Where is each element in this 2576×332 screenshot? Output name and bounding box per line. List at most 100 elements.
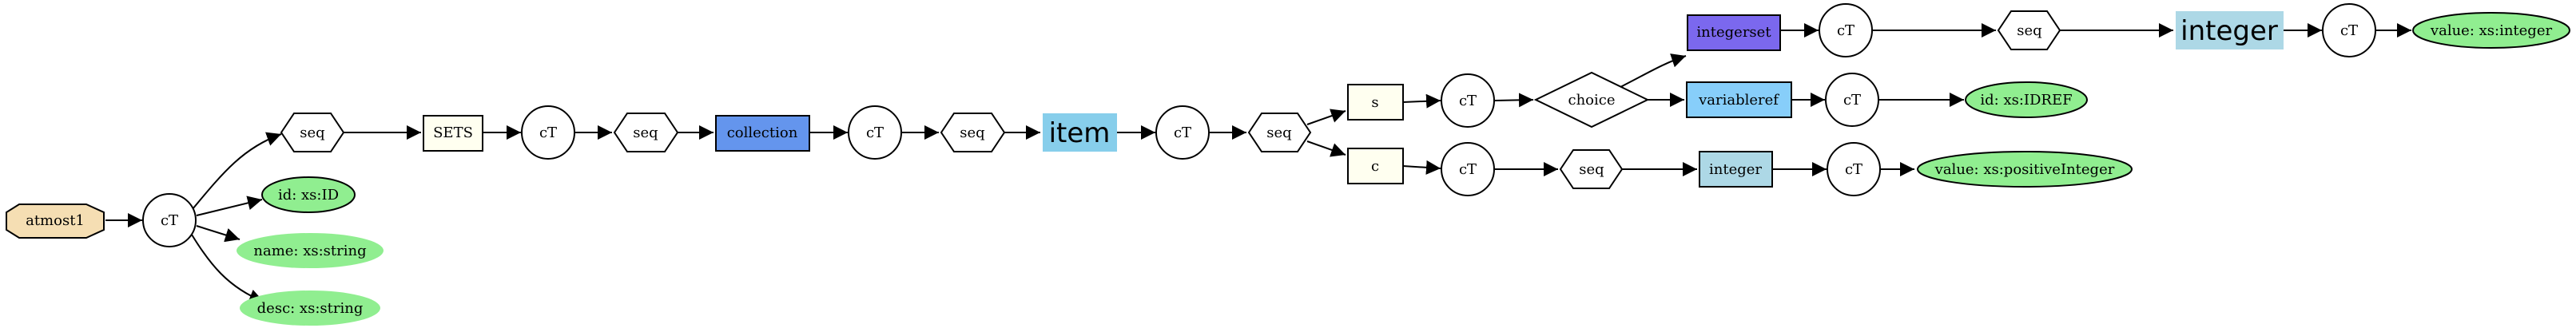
node-integer-small[interactable]: integer [1699, 151, 1773, 188]
node-attr-name[interactable]: name: xs:string [237, 233, 384, 268]
node-label: choice [1568, 92, 1615, 109]
edge-c-ct9 [1402, 160, 1441, 175]
node-label: cT [1837, 22, 1854, 39]
node-label: cT [866, 125, 884, 141]
edge-seq4-c [1306, 140, 1346, 157]
node-ct1[interactable]: cT [142, 193, 197, 247]
node-label: integer [2180, 15, 2278, 47]
node-label: cT [1174, 125, 1191, 141]
node-label: value: xs:integer [2430, 22, 2553, 39]
box-shape [1687, 14, 1781, 51]
node-label: name: xs:string [253, 243, 366, 259]
node-attr-id[interactable]: id: xs:ID [261, 176, 356, 213]
box-shape [715, 115, 810, 152]
node-attr-idref[interactable]: id: xs:IDREF [1965, 81, 2088, 118]
node-label: s [1371, 94, 1378, 111]
node-label: value: xs:positiveInteger [1934, 161, 2115, 178]
circle-shape [1441, 73, 1495, 128]
node-label: integerset [1696, 24, 1771, 41]
box-shape [1043, 113, 1117, 152]
box-shape [423, 115, 483, 152]
node-ct5[interactable]: cT [1441, 73, 1495, 128]
node-label: c [1371, 158, 1379, 175]
node-ct10[interactable]: cT [1827, 142, 1881, 196]
node-label: integer [1709, 161, 1762, 178]
node-seq4[interactable]: seq [1247, 113, 1312, 152]
node-variableref[interactable]: variableref [1686, 81, 1792, 118]
node-ct9[interactable]: cT [1441, 142, 1495, 196]
hexagon-shape [280, 113, 345, 152]
ellipse-shape [240, 290, 380, 326]
node-label: seq [300, 125, 324, 141]
edge-choice-integerset [1618, 53, 1687, 89]
node-label: cT [1459, 93, 1477, 109]
ellipse-shape [237, 233, 384, 268]
node-ct4[interactable]: cT [1155, 105, 1210, 160]
circle-shape [521, 105, 575, 160]
node-attr-value-posint[interactable]: value: xs:positiveInteger [1917, 151, 2133, 188]
edges [105, 23, 2411, 303]
node-s[interactable]: s [1347, 84, 1404, 121]
node-label: cT [1459, 161, 1477, 178]
hexagon-shape [1997, 10, 2061, 50]
edge-ct1-seq1 [192, 132, 282, 210]
node-label: SETS [433, 125, 473, 141]
node-label: collection [727, 125, 798, 141]
circle-shape [848, 105, 902, 160]
node-label: cT [2340, 22, 2358, 39]
node-label: seq [2017, 22, 2041, 39]
node-choice[interactable]: choice [1533, 71, 1650, 128]
node-seq1[interactable]: seq [280, 113, 345, 152]
ellipse-shape [1965, 81, 2088, 118]
edge-ct1-id [196, 196, 263, 216]
circle-shape [1155, 105, 1210, 160]
node-c[interactable]: c [1347, 148, 1404, 184]
node-atmost1[interactable]: atmost1 [6, 204, 105, 239]
hexagon-shape [613, 113, 679, 152]
node-integer-big[interactable]: integer [2176, 11, 2284, 49]
node-label: cT [161, 212, 178, 229]
box-shape [2176, 11, 2284, 49]
ellipse-shape [2412, 12, 2570, 49]
node-ct6[interactable]: cT [1819, 3, 1873, 57]
node-seq5[interactable]: seq [1997, 10, 2061, 50]
node-sets[interactable]: SETS [423, 115, 483, 152]
node-label: cT [1845, 161, 1862, 178]
hexagon-shape [1247, 113, 1312, 152]
edge-ct5-choice [1494, 93, 1534, 108]
node-label: seq [960, 125, 984, 141]
circle-shape [1825, 73, 1879, 127]
node-integerset[interactable]: integerset [1687, 14, 1781, 51]
node-ct3[interactable]: cT [848, 105, 902, 160]
node-label: seq [1266, 125, 1291, 141]
node-item[interactable]: item [1043, 113, 1117, 152]
box-shape [1686, 81, 1792, 118]
node-label: id: xs:IDREF [1980, 92, 2072, 109]
node-attr-desc[interactable]: desc: xs:string [240, 290, 380, 326]
node-ct7[interactable]: cT [2322, 3, 2376, 57]
node-label: atmost1 [26, 212, 85, 229]
node-seq6[interactable]: seq [1559, 149, 1624, 189]
node-label: cT [1843, 92, 1861, 109]
circle-shape [1441, 142, 1495, 196]
circle-shape [1827, 142, 1881, 196]
edge-seq4-s [1306, 109, 1346, 125]
node-collection[interactable]: collection [715, 115, 810, 152]
edge-s-ct5 [1402, 93, 1441, 109]
ellipse-shape [1917, 151, 2133, 188]
node-ct8[interactable]: cT [1825, 73, 1879, 127]
circle-shape [1819, 3, 1873, 57]
circle-shape [142, 193, 197, 247]
node-attr-value-int[interactable]: value: xs:integer [2412, 12, 2570, 49]
ellipse-shape [261, 176, 356, 213]
node-label: cT [539, 125, 557, 141]
node-label: id: xs:ID [278, 187, 339, 204]
node-seq2[interactable]: seq [613, 113, 679, 152]
node-label: desc: xs:string [257, 300, 364, 317]
node-ct2[interactable]: cT [521, 105, 575, 160]
octagon-shape [6, 204, 105, 239]
node-label: item [1049, 117, 1111, 149]
node-seq3[interactable]: seq [940, 113, 1006, 152]
node-label: seq [633, 125, 658, 141]
